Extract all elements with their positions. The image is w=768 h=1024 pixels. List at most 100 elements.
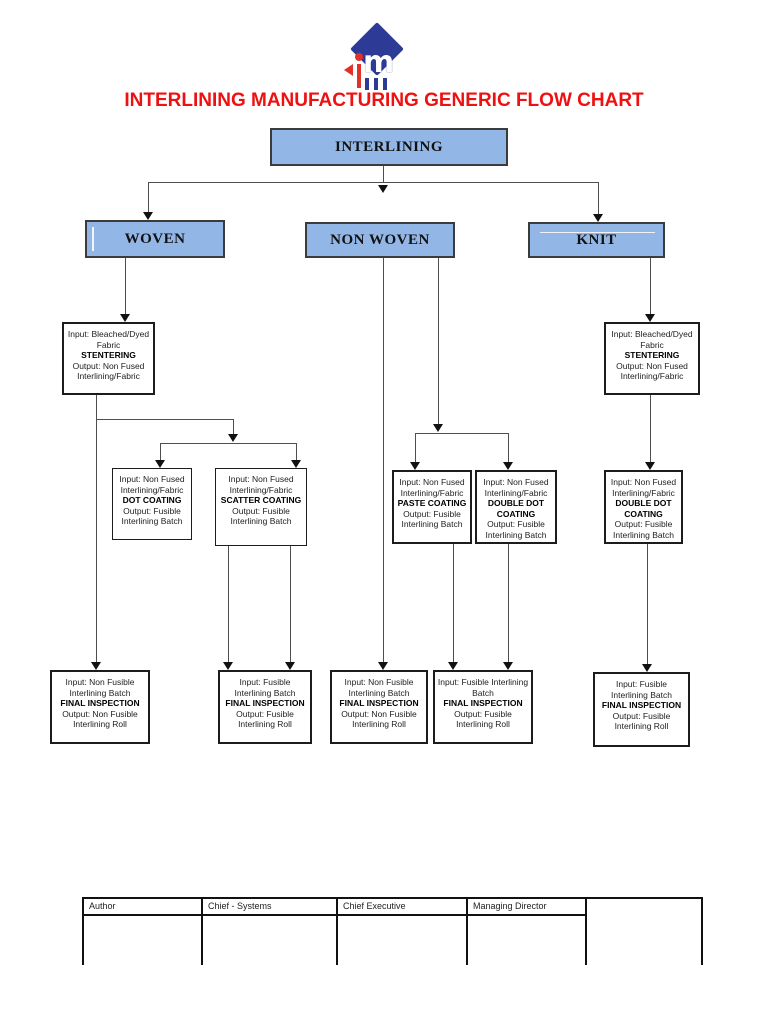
table-border xyxy=(82,897,703,899)
connector-line xyxy=(296,443,297,460)
process-name: FINAL INSPECTION xyxy=(443,698,523,708)
table-border xyxy=(585,897,587,965)
process-input: Input: Non Fused Interlining/Fabric xyxy=(483,477,549,498)
process-output: Output: Non Fused Interlining/Fabric xyxy=(616,360,688,382)
node-non-woven-label: NON WOVEN xyxy=(330,231,430,248)
logo-m-leg xyxy=(383,78,387,90)
logo-m-letter: m xyxy=(363,45,395,80)
process-output: Output: Non Fusible Interlining Roll xyxy=(62,708,138,730)
node-final-inspection-woven-fusible: Input: Fusible Interlining Batch FINAL I… xyxy=(218,670,312,744)
process-output: Output: Fusible Interlining Batch xyxy=(401,508,463,530)
node-final-inspection-woven-nonfusible: Input: Non Fusible Interlining Batch FIN… xyxy=(50,670,150,744)
connector-line xyxy=(508,433,509,462)
table-border xyxy=(466,897,468,965)
connector-line xyxy=(160,443,161,460)
arrow-down-icon xyxy=(433,424,443,432)
node-woven: WOVEN xyxy=(85,220,225,258)
connector-line xyxy=(233,419,234,434)
connector-line xyxy=(650,258,651,314)
company-logo: m xyxy=(338,22,438,90)
render-artifact xyxy=(92,227,94,251)
process-name: FINAL INSPECTION xyxy=(339,698,419,708)
process-name: DOUBLE DOT COATING xyxy=(615,498,672,519)
process-output: Output: Fusible Interlining Batch xyxy=(121,505,183,527)
table-header-chief-systems: Chief - Systems xyxy=(208,901,272,911)
connector-line xyxy=(415,433,508,434)
process-input: Input: Non Fusible Interlining Batch xyxy=(344,677,414,698)
table-border xyxy=(82,897,84,965)
node-non-woven: NON WOVEN xyxy=(305,222,455,258)
table-border xyxy=(336,897,338,965)
process-input: Input: Fusible Interlining Batch xyxy=(234,677,296,698)
process-input: Input: Non Fused Interlining/Fabric xyxy=(399,477,465,498)
process-input: Input: Non Fusible Interlining Batch xyxy=(65,677,135,698)
arrow-down-icon xyxy=(645,314,655,322)
process-output: Output: Fusible Interlining Batch xyxy=(230,505,292,527)
process-output: Output: Fusible Interlining Roll xyxy=(236,708,294,730)
node-knit: KNIT xyxy=(528,222,665,258)
process-input: Input: Non Fused Interlining/Fabric xyxy=(119,474,185,495)
connector-line xyxy=(383,166,384,183)
connector-line xyxy=(438,258,439,424)
table-header-chief-executive: Chief Executive xyxy=(343,901,406,911)
node-final-inspection-nonwoven-nonfusible: Input: Non Fusible Interlining Batch FIN… xyxy=(330,670,428,744)
process-input: Input: Non Fused Interlining/Fabric xyxy=(228,474,294,495)
connector-line xyxy=(650,395,651,462)
process-output: Output: Fusible Interlining Batch xyxy=(485,519,547,540)
node-woven-label: WOVEN xyxy=(124,230,186,247)
process-name: DOUBLE DOT COATING xyxy=(487,498,545,519)
process-name: SCATTER COATING xyxy=(220,495,302,505)
process-name: STENTERING xyxy=(624,350,680,360)
logo-i-stem xyxy=(357,64,361,88)
render-artifact xyxy=(540,232,655,233)
node-knit-label: KNIT xyxy=(576,231,617,248)
table-border xyxy=(201,897,203,965)
process-output: Output: Non Fused Interlining/Fabric xyxy=(72,360,145,382)
arrow-down-icon xyxy=(503,662,513,670)
connector-line xyxy=(290,546,291,662)
node-stentering-knit: Input: Bleached/Dyed Fabric STENTERING O… xyxy=(604,322,700,395)
arrow-down-icon xyxy=(642,664,652,672)
process-input: Input: Bleached/Dyed Fabric xyxy=(611,329,693,350)
arrow-down-icon xyxy=(645,462,655,470)
process-input: Input: Fusible Interlining Batch xyxy=(611,679,672,700)
connector-line xyxy=(96,395,97,662)
connector-line xyxy=(453,544,454,662)
node-interlining: INTERLINING xyxy=(270,128,508,166)
table-header-managing-director: Managing Director xyxy=(473,901,547,911)
node-interlining-label: INTERLINING xyxy=(334,138,444,155)
node-final-inspection-knit: Input: Fusible Interlining Batch FINAL I… xyxy=(593,672,690,747)
node-double-dot-coating-nonwoven: Input: Non Fused Interlining/Fabric DOUB… xyxy=(475,470,557,544)
arrow-down-icon xyxy=(410,462,420,470)
process-name: STENTERING xyxy=(81,350,136,360)
table-border xyxy=(701,897,703,965)
node-final-inspection-nonwoven-fusible: Input: Fusible Interlining Batch FINAL I… xyxy=(433,670,533,744)
arrow-down-icon xyxy=(228,434,238,442)
arrow-down-icon xyxy=(143,212,153,220)
arrow-down-icon xyxy=(593,214,603,222)
arrow-down-icon xyxy=(120,314,130,322)
arrow-down-icon xyxy=(378,662,388,670)
arrow-down-icon xyxy=(223,662,233,670)
node-paste-coating: Input: Non Fused Interlining/Fabric PAST… xyxy=(392,470,472,544)
connector-line xyxy=(598,182,599,215)
node-scatter-coating: Input: Non Fused Interlining/Fabric SCAT… xyxy=(215,468,307,546)
arrow-down-icon xyxy=(285,662,295,670)
arrow-down-icon xyxy=(291,460,301,468)
process-output: Output: Fusible Interlining Roll xyxy=(612,710,671,732)
connector-line xyxy=(383,258,384,662)
connector-line xyxy=(508,544,509,662)
page-title: INTERLINING MANUFACTURING GENERIC FLOW C… xyxy=(124,90,644,111)
connector-line xyxy=(148,182,149,213)
arrow-down-icon xyxy=(448,662,458,670)
arrow-down-icon xyxy=(503,462,513,470)
process-name: DOT COATING xyxy=(122,495,182,505)
node-double-dot-coating-knit: Input: Non Fused Interlining/Fabric DOUB… xyxy=(604,470,683,544)
process-output: Output: Fusible Interlining Batch xyxy=(613,519,674,540)
process-input: Input: Non Fused Interlining/Fabric xyxy=(610,477,677,498)
logo-m-leg xyxy=(365,78,369,90)
process-input: Input: Fusible Interlining Batch xyxy=(437,677,529,698)
arrow-down-icon xyxy=(378,185,388,193)
table-header-author: Author xyxy=(89,901,116,911)
